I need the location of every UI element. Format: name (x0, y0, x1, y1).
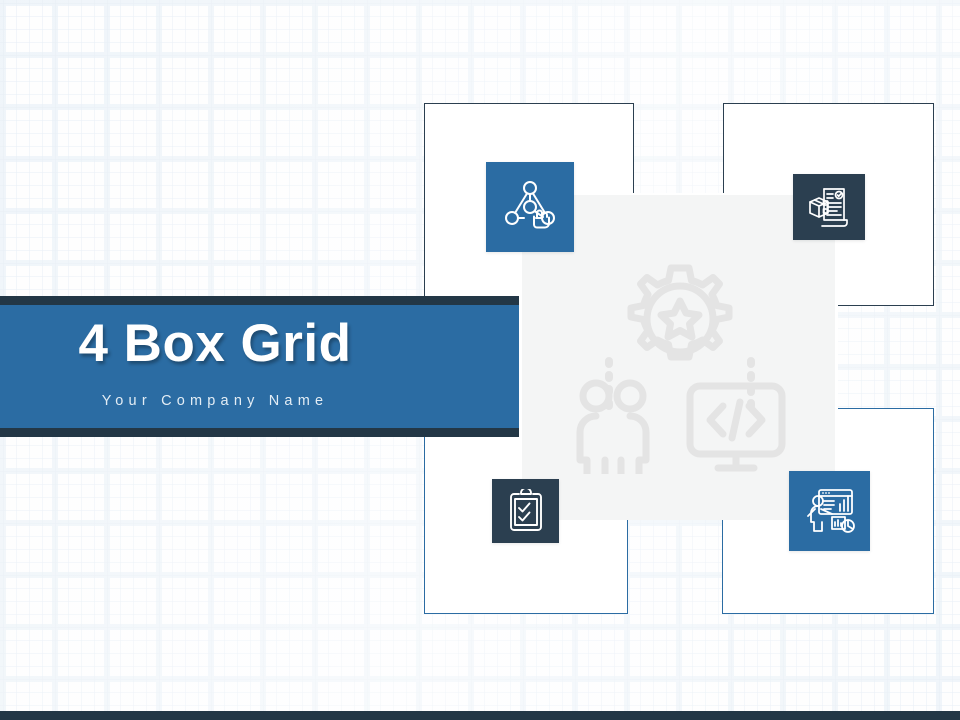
clipboard-check-icon (509, 489, 542, 531)
icon-tile-bottom-right[interactable] (789, 471, 870, 551)
presenter-analytics-icon (806, 489, 855, 533)
watermark-svg (576, 264, 786, 490)
package-checklist-icon (809, 188, 848, 227)
icon-tile-top-right[interactable] (793, 174, 865, 240)
icon-tile-bottom-left[interactable] (492, 479, 559, 543)
monitor-code-icon (686, 382, 786, 472)
two-people-icon (576, 379, 650, 490)
title-banner: 4 Box Grid Your Company Name (0, 296, 519, 437)
center-watermark-artwork (560, 246, 800, 490)
page-title: 4 Box Grid (78, 314, 352, 373)
gear-star-icon (627, 264, 733, 361)
network-hand-click-icon (505, 181, 555, 229)
bottom-accent-bar (0, 711, 960, 720)
icon-tile-top-left[interactable] (486, 162, 574, 252)
company-name-subtitle: Your Company Name (101, 393, 329, 409)
